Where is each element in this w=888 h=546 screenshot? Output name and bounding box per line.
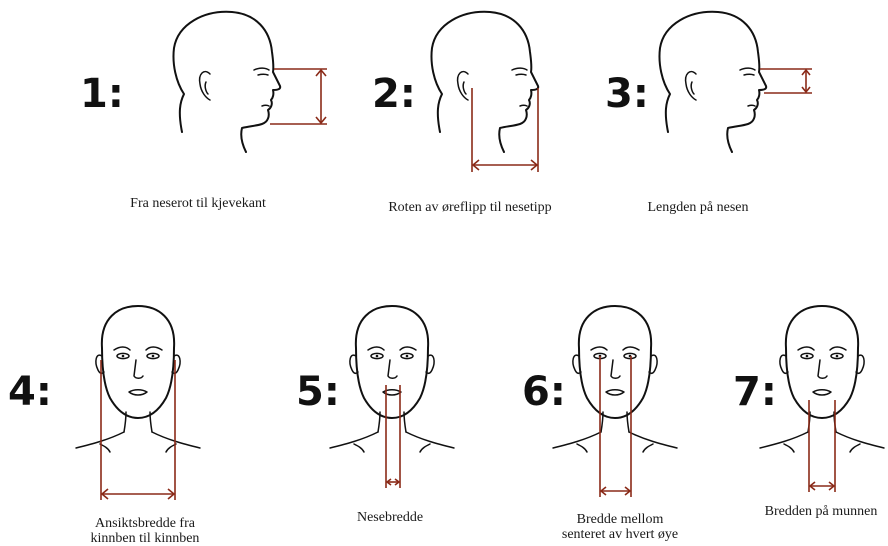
- caption-4: Ansiktsbredde fra kinnben til kinnben: [60, 516, 230, 546]
- figure-2-earlobe-to-nosetip: 2:: [372, 12, 538, 172]
- figure-number-3: 3:: [605, 71, 649, 117]
- caption-5: Nesebredde: [340, 510, 440, 525]
- caption-6-line-1: Bredde mellom: [545, 512, 695, 527]
- caption-4-line-2: kinnben til kinnben: [60, 531, 230, 546]
- measure-line-3: [760, 69, 812, 93]
- caption-4-line-1: Ansiktsbredde fra: [60, 516, 230, 531]
- caption-6: Bredde mellom senteret av hvert øye: [545, 512, 695, 542]
- figure-number-6: 6:: [522, 369, 566, 415]
- figure-number-1: 1:: [80, 71, 124, 117]
- measure-line-4: [101, 360, 175, 500]
- figure-number-4: 4:: [8, 369, 52, 415]
- figure-5-nose-width: 5:: [296, 306, 454, 488]
- figure-7-mouth-width: 7:: [733, 306, 884, 492]
- measure-line-7: [809, 400, 835, 492]
- caption-2: Roten av øreflipp til nesetipp: [372, 200, 568, 215]
- figure-3-nose-length: 3:: [605, 12, 812, 152]
- caption-1: Fra neserot til kjevekant: [120, 196, 276, 211]
- caption-6-line-2: senteret av hvert øye: [545, 527, 695, 542]
- figure-number-5: 5:: [296, 369, 340, 415]
- caption-7: Bredden på munnen: [756, 504, 886, 519]
- figure-number-2: 2:: [372, 71, 416, 117]
- measure-line-6: [600, 356, 631, 497]
- figure-number-7: 7:: [733, 369, 777, 415]
- figure-4-face-width: 4:: [8, 306, 200, 500]
- figure-6-eye-center-distance: 6:: [522, 306, 677, 497]
- measure-line-1: [270, 69, 327, 124]
- measure-line-2: [472, 88, 538, 172]
- measure-line-5: [386, 385, 400, 488]
- caption-3: Lengden på nesen: [638, 200, 758, 215]
- figure-1-nasion-to-jaw: 1:: [80, 12, 327, 152]
